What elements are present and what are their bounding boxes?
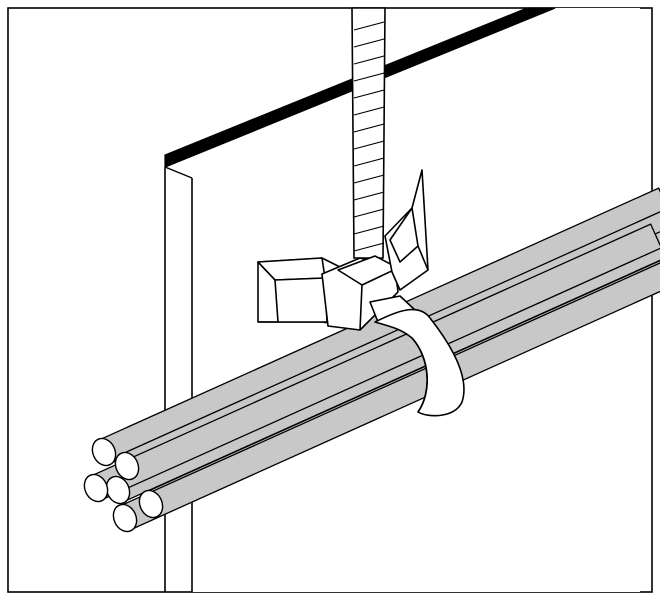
screw-thread bbox=[353, 225, 385, 235]
cable-end-cap bbox=[114, 451, 140, 481]
cable-end-cap bbox=[83, 473, 109, 503]
cable-tie-strap bbox=[374, 308, 465, 417]
cable-end-cap bbox=[138, 489, 164, 519]
cable-bundle bbox=[83, 187, 660, 533]
screw-thread bbox=[353, 21, 385, 31]
screw-thread bbox=[353, 106, 385, 116]
screw-thread bbox=[353, 157, 385, 167]
screw-shaft bbox=[351, 7, 386, 259]
cable-end-cap bbox=[105, 475, 131, 505]
screw-thread bbox=[353, 89, 385, 99]
screw-thread bbox=[353, 191, 385, 201]
screw-thread bbox=[353, 174, 385, 184]
screw-thread bbox=[353, 123, 385, 133]
screw-thread bbox=[353, 140, 385, 150]
screw-thread bbox=[353, 55, 385, 65]
screw-thread bbox=[353, 72, 385, 82]
screw-thread bbox=[353, 208, 385, 218]
mount-base bbox=[257, 169, 429, 331]
cable-end-cap bbox=[112, 503, 138, 533]
cable-end-cap bbox=[91, 437, 117, 467]
screw-thread bbox=[353, 38, 385, 48]
screw-thread bbox=[353, 242, 385, 252]
